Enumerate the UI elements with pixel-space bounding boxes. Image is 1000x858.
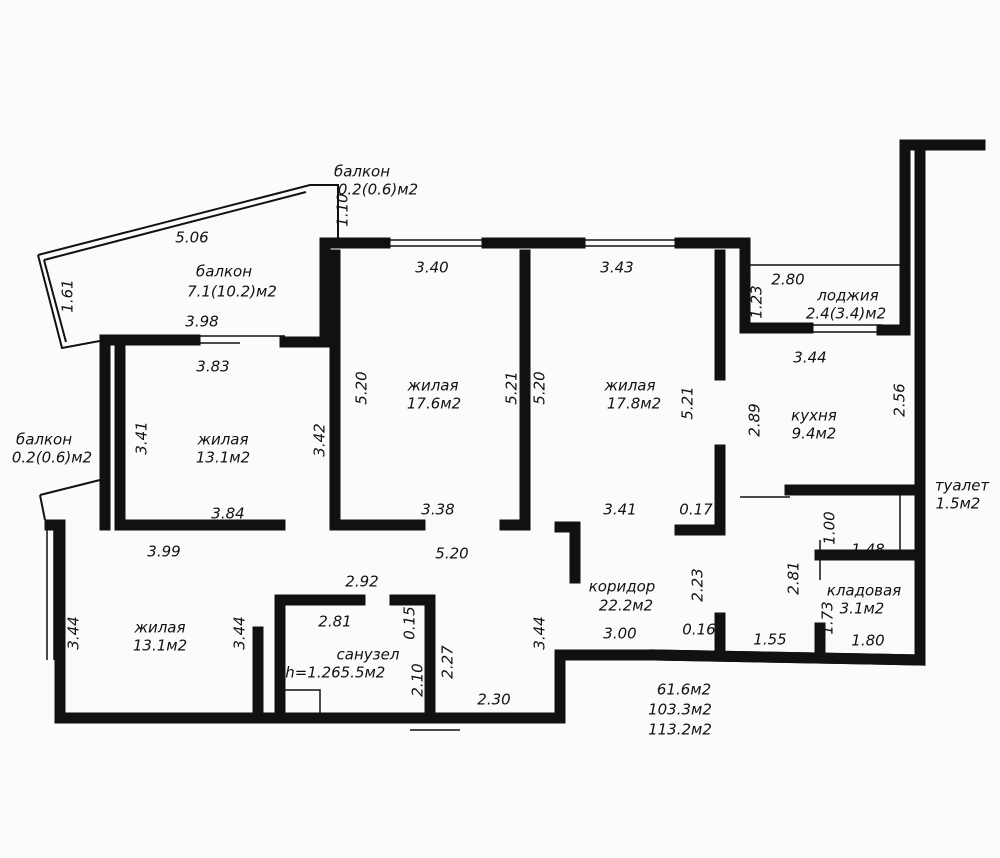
total-areas: 61.6м2 103.3м2 113.2м2	[648, 681, 712, 739]
dimension: 1.61	[59, 279, 77, 312]
dimension: 1.00	[821, 511, 839, 544]
kitchen-name: кухня	[791, 407, 837, 425]
dimension: 3.42	[311, 423, 329, 456]
dimension: 3.83	[196, 358, 229, 376]
room-labels: балкон 0.2(0.6)м2 балкон 7.1(10.2)м2 бал…	[12, 163, 991, 682]
living-area-total: 61.6м2	[657, 681, 711, 699]
dimension: 3.43	[600, 259, 633, 277]
dimension: 3.00	[603, 625, 636, 643]
dimension: 2.56	[891, 383, 909, 416]
dimension: 5.20	[531, 371, 549, 404]
dimension: 3.44	[793, 349, 826, 367]
dimension: 2.81	[785, 561, 803, 594]
living-2-area: 17.8м2	[607, 395, 661, 413]
dimension: 2.81	[318, 613, 351, 631]
balcony-big-area: 7.1(10.2)м2	[187, 283, 277, 301]
living-3-area: 13.1м2	[196, 449, 250, 467]
total-area-with-balconies: 113.2м2	[648, 721, 712, 739]
dimension: 3.41	[603, 501, 636, 519]
dimension: 3.44	[65, 616, 83, 649]
dimension: 2.92	[345, 573, 378, 591]
dimension: 1.73	[819, 601, 837, 634]
living-4-area: 13.1м2	[133, 637, 187, 655]
corridor-name: коридор	[589, 578, 656, 596]
toilet-area: 1.5м2	[936, 495, 981, 513]
dimension: 1.10	[334, 193, 352, 226]
living-3-name: жилая	[196, 431, 248, 449]
dimension: 5.21	[503, 371, 521, 404]
dimension: 2.80	[771, 271, 804, 289]
dimension: 2.23	[689, 568, 707, 601]
loggia-area: 2.4(3.4)м2	[806, 305, 886, 323]
dimension: 2.30	[477, 691, 510, 709]
dimension: 0.17	[679, 501, 713, 519]
balcony-top-area: 0.2(0.6)м2	[338, 181, 418, 199]
loggia-name: лоджия	[816, 287, 878, 305]
dimension: 1.55	[753, 631, 786, 649]
dimension: 3.99	[147, 543, 180, 561]
dimension: 5.06	[175, 229, 208, 247]
balcony-left-name: балкон	[16, 431, 72, 449]
living-1-name: жилая	[406, 377, 458, 395]
dimension: 3.84	[211, 505, 244, 523]
bathroom-area: 5.5м2	[341, 664, 386, 682]
storage-area: 3.1м2	[840, 600, 885, 618]
dimension: 0.15	[401, 606, 419, 639]
balcony-left-area: 0.2(0.6)м2	[12, 449, 92, 467]
dimension: 5.20	[435, 545, 468, 563]
dimension-labels: 1.10 5.06 1.61 3.98 3.83 3.40 3.43 2.80 …	[59, 193, 909, 708]
balcony-big-name: балкон	[196, 263, 252, 281]
dimension: 5.20	[353, 371, 371, 404]
bathroom-name: санузел	[337, 646, 400, 664]
total-area: 103.3м2	[648, 701, 712, 719]
dimension: 2.89	[746, 403, 764, 436]
dimension: 1.48	[851, 541, 884, 559]
corridor-area: 22.2м2	[599, 597, 653, 615]
dimension: 2.10	[409, 663, 427, 696]
dimension: 5.21	[679, 386, 697, 419]
kitchen-area: 9.4м2	[792, 425, 837, 443]
living-4-name: жилая	[133, 619, 185, 637]
dimension: 3.98	[185, 313, 218, 331]
walls	[37, 139, 986, 731]
dimension: 3.44	[231, 616, 249, 649]
toilet-name: туалет	[935, 477, 991, 495]
dimension: 1.23	[748, 285, 766, 318]
bathroom-height: h=1.26	[285, 664, 340, 682]
dimension: 0.16	[682, 621, 715, 639]
balcony-top-name: балкон	[334, 163, 390, 181]
dimension: 3.40	[415, 259, 448, 277]
dimension: 2.27	[439, 645, 457, 679]
dimension: 3.44	[531, 616, 549, 649]
storage-name: кладовая	[827, 582, 901, 600]
dimension: 3.38	[421, 501, 454, 519]
dimension: 3.41	[133, 421, 151, 454]
living-2-name: жилая	[603, 377, 655, 395]
living-1-area: 17.6м2	[407, 395, 461, 413]
dimension: 1.80	[851, 632, 884, 650]
